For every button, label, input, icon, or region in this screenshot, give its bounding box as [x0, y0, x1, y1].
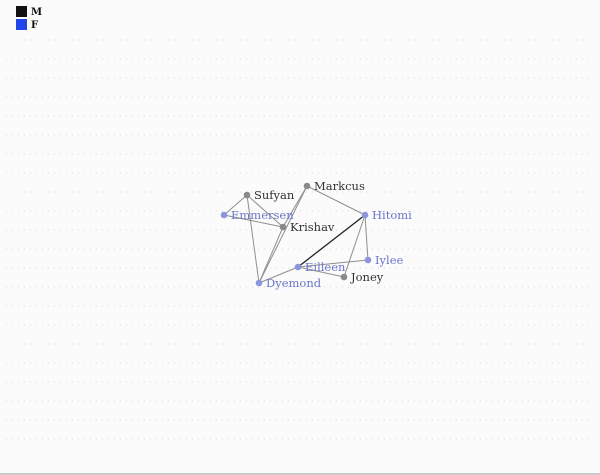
legend: MF [16, 6, 42, 31]
node-label-emmersen: Emmersen [231, 208, 294, 222]
edge-sufyan-krishav [246, 194, 284, 228]
edge-eilleen-joney [297, 266, 345, 278]
edge-emmersen-krishav [223, 214, 284, 228]
node-markcus[interactable]: Markcus [303, 179, 365, 193]
edge-markcus-dyemond [258, 185, 308, 284]
node-dot-sufyan[interactable] [243, 191, 251, 199]
edge-hitomi-eilleen [297, 214, 366, 268]
node-joney[interactable]: Joney [340, 270, 384, 284]
node-label-dyemond: Dyemond [266, 276, 322, 290]
node-label-sufyan: Sufyan [254, 188, 295, 202]
node-sufyan[interactable]: Sufyan [243, 188, 295, 202]
node-label-krishav: Krishav [290, 220, 335, 234]
node-dot-eilleen[interactable] [294, 263, 302, 271]
node-dot-iylee[interactable] [364, 256, 372, 264]
node-dot-krishav[interactable] [279, 223, 287, 231]
graph-edges [223, 185, 369, 284]
node-emmersen[interactable]: Emmersen [220, 208, 295, 222]
legend-swatch-m [16, 6, 27, 17]
node-dot-emmersen[interactable] [220, 211, 228, 219]
legend-label-m: M [31, 7, 42, 18]
node-dot-markcus[interactable] [303, 182, 311, 190]
edge-sufyan-dyemond [246, 194, 260, 284]
node-label-joney: Joney [350, 270, 384, 284]
node-eilleen[interactable]: Eilleen [294, 260, 346, 274]
edge-dyemond-eilleen [258, 266, 299, 284]
edge-sufyan-emmersen [223, 194, 248, 216]
edge-krishav-dyemond [258, 226, 284, 284]
node-dot-hitomi[interactable] [361, 211, 369, 219]
node-label-eilleen: Eilleen [305, 260, 346, 274]
legend-label-f: F [31, 20, 38, 31]
node-krishav[interactable]: Krishav [279, 220, 335, 234]
node-label-iylee: Iylee [375, 253, 404, 267]
edge-markcus-krishav [282, 185, 308, 228]
edge-hitomi-joney [343, 214, 366, 278]
edge-markcus-hitomi [306, 185, 366, 216]
background-grid [6, 39, 594, 440]
node-hitomi[interactable]: Hitomi [361, 208, 412, 222]
node-label-hitomi: Hitomi [372, 208, 412, 222]
node-label-markcus: Markcus [314, 179, 365, 193]
edge-hitomi-iylee [364, 214, 369, 261]
node-dot-dyemond[interactable] [255, 279, 263, 287]
node-iylee[interactable]: Iylee [364, 253, 404, 267]
legend-swatch-f [16, 19, 27, 30]
node-dot-joney[interactable] [340, 273, 348, 281]
edge-eilleen-iylee [297, 259, 369, 268]
node-dyemond[interactable]: Dyemond [255, 276, 322, 290]
